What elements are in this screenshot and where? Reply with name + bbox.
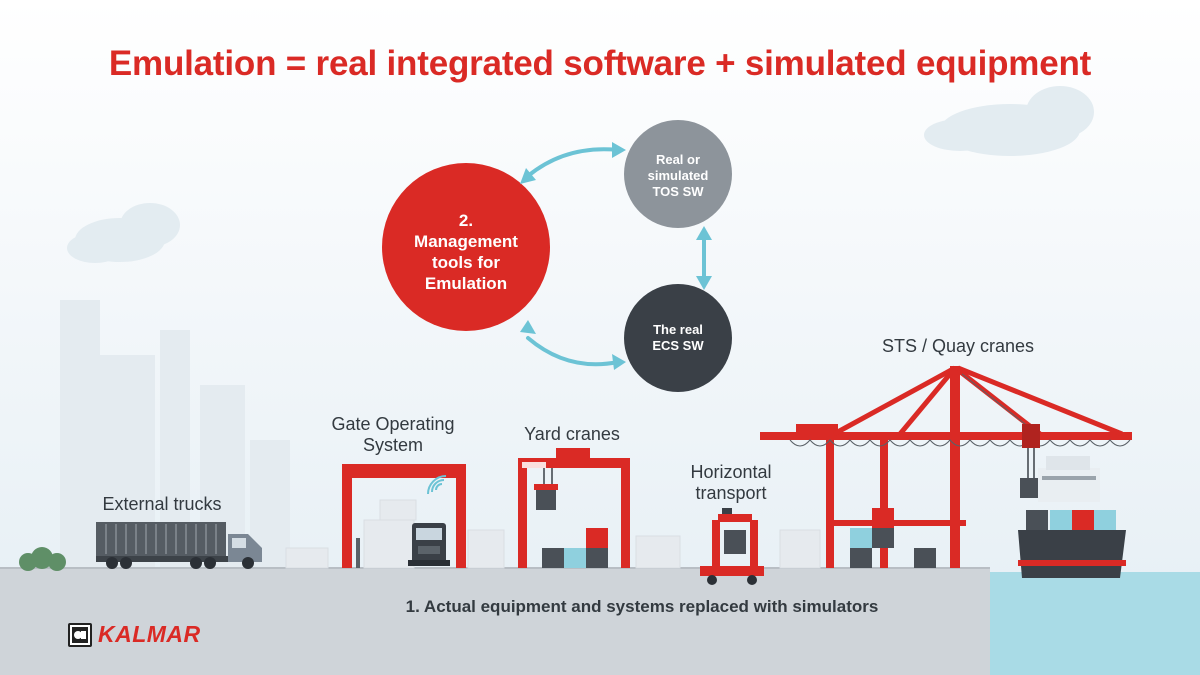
yard-spreader — [534, 468, 558, 510]
gate-structure — [342, 464, 466, 568]
sts-crane-cables — [832, 365, 1123, 437]
yard-label: Yard cranes — [524, 424, 620, 444]
sts-crane — [760, 366, 1132, 568]
horizontal-label: Horizontal transport — [690, 462, 772, 503]
ground — [0, 568, 990, 675]
kalmar-wordmark: KALMAR — [98, 621, 201, 647]
management-node-label: 2. Management tools for Emulation — [414, 211, 518, 293]
container-ship — [1018, 456, 1126, 578]
gate-truck — [408, 523, 450, 566]
ecs-node — [624, 284, 732, 392]
gate-label: Gate Operating System — [331, 414, 455, 455]
kalmar-logo: KALMAR — [68, 621, 201, 648]
tos-node — [624, 120, 732, 228]
water — [990, 572, 1200, 675]
bushes — [19, 547, 66, 571]
background-containers — [285, 499, 821, 569]
yard-containers — [542, 528, 608, 568]
bottom-caption: 1. Actual equipment and systems replaced… — [405, 597, 879, 616]
sts-label: STS / Quay cranes — [881, 336, 1035, 356]
trucks-label: External trucks — [102, 494, 222, 514]
quay-containers — [850, 508, 936, 568]
kalmar-logo-icon — [68, 622, 92, 647]
sts-trolley — [1020, 424, 1042, 498]
external-truck — [96, 522, 262, 569]
cloud-left — [67, 203, 180, 263]
management-node — [382, 163, 550, 331]
bidirectional-arrows — [526, 147, 706, 367]
yard-crane — [518, 448, 630, 568]
ecs-node-label: The real ECS SW — [652, 322, 704, 353]
arrow-heads — [520, 142, 712, 370]
cloud-right — [924, 86, 1094, 156]
page-title: Emulation = real integrated software + s… — [108, 44, 1092, 83]
sts-crane-rope — [789, 373, 1131, 447]
straddle-carrier — [700, 508, 764, 585]
wifi-icon — [427, 475, 447, 495]
tos-node-label: Real or simulated TOS SW — [647, 152, 709, 199]
